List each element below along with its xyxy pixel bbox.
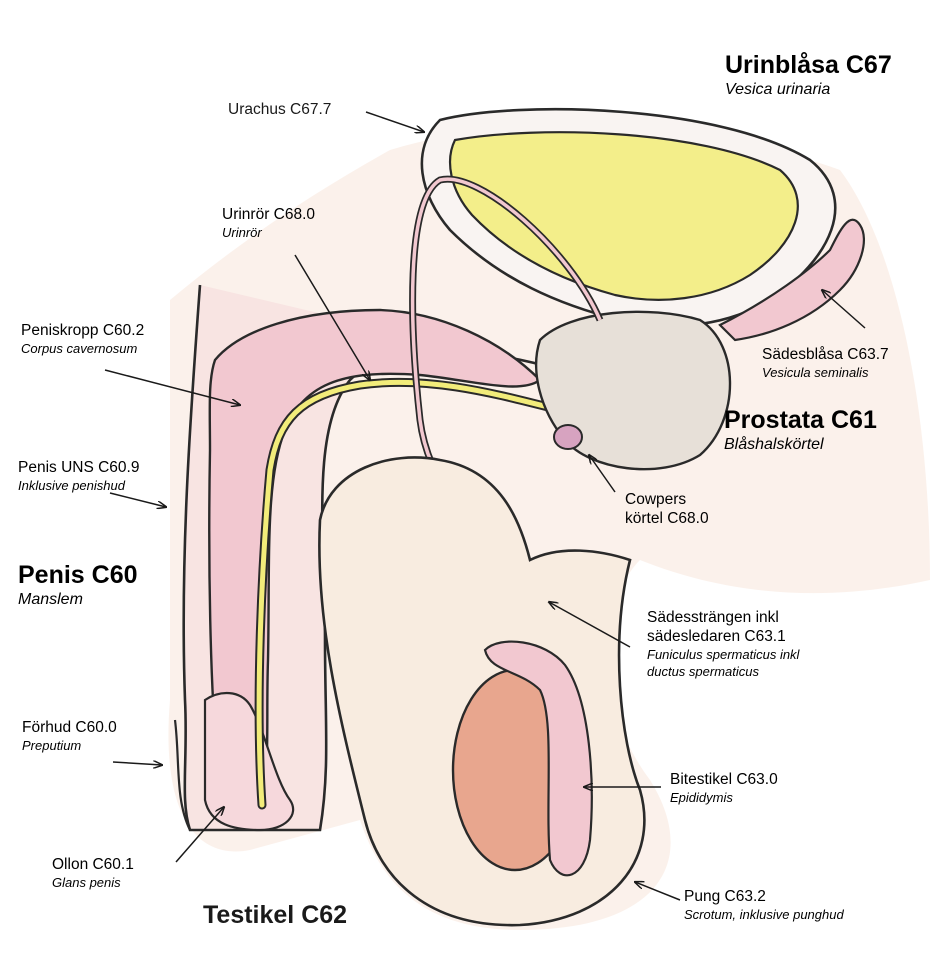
corpus-text: Peniskropp C60.2: [21, 321, 144, 340]
cord-latin2: ductus spermaticus: [647, 663, 799, 680]
label-cord: Sädessträngen inkl sädesledaren C63.1 Fu…: [647, 608, 799, 680]
label-foreskin: Förhud C60.0 Preputium: [22, 718, 117, 754]
label-seminal: Sädesblåsa C63.7 Vesicula seminalis: [762, 345, 889, 381]
label-cowpers: Cowpers körtel C68.0: [625, 490, 709, 528]
corpus-latin: Corpus cavernosum: [21, 340, 144, 357]
glans-text: Ollon C60.1: [52, 855, 134, 874]
penis-uns-text: Penis UNS C60.9: [18, 458, 139, 477]
cord-line1: Sädessträngen inkl: [647, 608, 799, 627]
prostate-latin: Blåshalskörtel: [724, 435, 877, 455]
label-urachus: Urachus C67.7: [228, 100, 331, 119]
prostate-title: Prostata C61: [724, 405, 877, 435]
urethra-text: Urinrör C68.0: [222, 205, 315, 224]
label-scrotum: Pung C63.2 Scrotum, inklusive punghud: [684, 887, 844, 923]
foreskin-text: Förhud C60.0: [22, 718, 117, 737]
seminal-text: Sädesblåsa C63.7: [762, 345, 889, 364]
label-bladder: Urinblåsa C67 Vesica urinaria: [725, 50, 892, 100]
label-prostate: Prostata C61 Blåshalskörtel: [724, 405, 877, 455]
glans-latin: Glans penis: [52, 874, 134, 891]
cord-latin1: Funiculus spermaticus inkl: [647, 646, 799, 663]
cord-line2: sädesledaren C63.1: [647, 627, 799, 646]
penis-latin: Manslem: [18, 590, 138, 610]
arrow-urachus: [366, 112, 424, 132]
bladder-latin: Vesica urinaria: [725, 80, 892, 100]
cowpers-line2: körtel C68.0: [625, 509, 709, 528]
label-epididymis: Bitestikel C63.0 Epididymis: [670, 770, 778, 806]
cowpers-gland-shape: [554, 425, 582, 449]
label-testis: Testikel C62: [203, 900, 347, 930]
epididymis-latin: Epididymis: [670, 789, 778, 806]
foreskin-latin: Preputium: [22, 737, 117, 754]
arrow-foreskin: [113, 762, 162, 765]
penis-title: Penis C60: [18, 560, 138, 590]
label-penis: Penis C60 Manslem: [18, 560, 138, 610]
arrow-penis-uns: [110, 493, 166, 507]
label-glans: Ollon C60.1 Glans penis: [52, 855, 134, 891]
scrotum-latin: Scrotum, inklusive punghud: [684, 906, 844, 923]
urethra-latin: Urinrör: [222, 224, 315, 241]
bladder-title: Urinblåsa C67: [725, 50, 892, 80]
label-penis-uns: Penis UNS C60.9 Inklusive penishud: [18, 458, 139, 494]
seminal-latin: Vesicula seminalis: [762, 364, 889, 381]
label-urethra: Urinrör C68.0 Urinrör: [222, 205, 315, 241]
cowpers-line1: Cowpers: [625, 490, 709, 509]
scrotum-text: Pung C63.2: [684, 887, 844, 906]
label-corpus: Peniskropp C60.2 Corpus cavernosum: [21, 321, 144, 357]
epididymis-text: Bitestikel C63.0: [670, 770, 778, 789]
penis-uns-latin: Inklusive penishud: [18, 477, 139, 494]
